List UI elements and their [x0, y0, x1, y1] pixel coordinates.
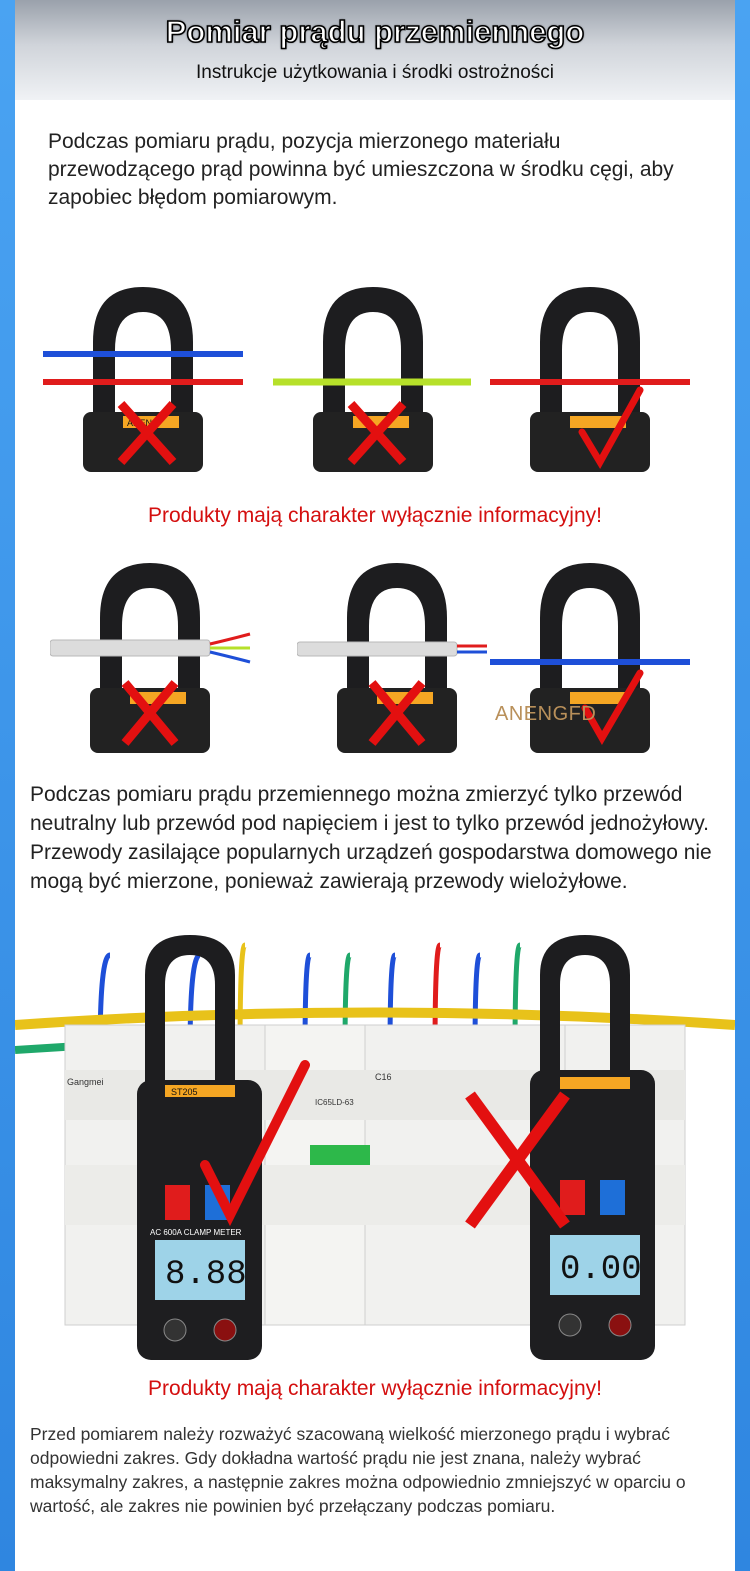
header-banner: Pomiar prądu przemiennego Instrukcje uży… [15, 0, 735, 100]
clamp-twocore-cable-wrong [297, 563, 487, 753]
clamp-ground-wire-wrong [273, 287, 471, 472]
disclaimer-notice-2: Produkty mają charakter wyłącznie inform… [147, 1377, 602, 1400]
watermark-text: ANENGFD [495, 703, 597, 725]
breaker-model-label: C16 [375, 1072, 392, 1082]
multicore-paragraph: Podczas pomiaru prądu przemiennego można… [30, 783, 712, 893]
meter-label: AC 600A CLAMP METER [150, 1228, 242, 1237]
cross-mark-icon [121, 680, 179, 746]
meter-model-label: ST205 [171, 1087, 198, 1097]
check-mark-icon [578, 386, 644, 469]
content-sheet: Pomiar prądu przemiennego Instrukcje uży… [15, 0, 735, 1571]
clamp-single-wire-correct [490, 287, 690, 472]
clamp-multicore-cable-wrong [50, 563, 251, 753]
clamp-meter-right: 0.00 [465, 935, 655, 1360]
clamp-two-wires-wrong: ANENG [43, 287, 243, 472]
cross-mark-icon [465, 1091, 570, 1229]
check-mark-icon [200, 1060, 310, 1227]
clamp-meter-left: ST205 AC 600A CLAMP METER 8.88 [137, 935, 310, 1360]
breaker-brand-label: Gangmei [67, 1077, 104, 1087]
cross-mark-icon [368, 680, 426, 746]
page-subtitle: Instrukcje użytkowania i środki ostrożno… [196, 62, 554, 83]
disclaimer-notice-1: Produkty mają charakter wyłącznie inform… [147, 504, 602, 527]
meter-display-right: 0.00 [560, 1251, 642, 1289]
meter-display-left: 8.88 [165, 1256, 247, 1294]
left-frame-border [0, 0, 15, 1571]
range-selection-paragraph: Przed pomiarem należy rozważyć szacowaną… [30, 1424, 686, 1516]
cross-mark-icon [347, 400, 407, 466]
rcd-model-label: IC65LD-63 [315, 1098, 354, 1107]
clamp-row-2 [15, 558, 735, 753]
intro-paragraph: Podczas pomiaru prądu, pozycja mierzoneg… [48, 130, 674, 209]
clamp-row-1: ANENG [15, 282, 735, 472]
breaker-panel-illustration: Gangmei C16 IC65LD-63 ST205 AC 600A CLAM… [15, 935, 735, 1360]
clamp-single-blue-wire-correct [490, 563, 690, 753]
check-mark-icon [581, 669, 644, 746]
cross-mark-icon [117, 400, 177, 466]
right-frame-border [735, 0, 750, 1571]
page-title: Pomiar prądu przemiennego [165, 13, 585, 50]
